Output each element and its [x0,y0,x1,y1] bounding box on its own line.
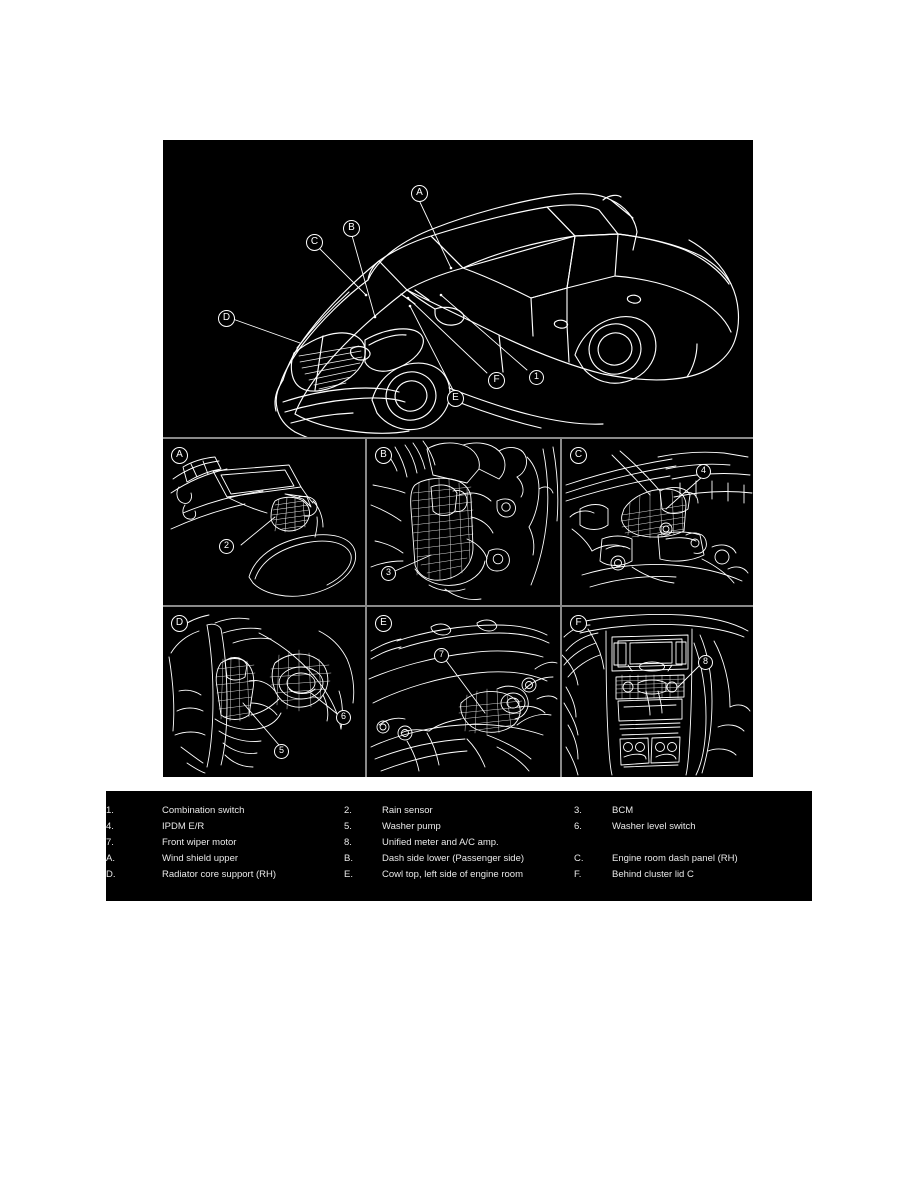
legend-key: 4. [106,820,114,832]
vehicle-overview-panel: A B C D E F 1 [163,140,753,437]
legend-row: D. Radiator core support (RH) E. Cowl to… [106,867,812,883]
legend-value: IPDM E/R [162,820,205,832]
legend-key: C. [574,853,584,865]
sub-panel-D-part-6: 6 [336,710,351,725]
legend-value: Rain sensor [382,804,433,816]
sub-panel-F-part-8: 8 [698,655,713,670]
legend-key: 5. [344,820,352,832]
sub-panel-A-drawing [170,456,357,597]
panel-divider-vertical-right-lower [560,607,562,777]
legend-row: 7. Front wiper motor 8. Unified meter an… [106,834,812,850]
legend-key: 1. [106,804,114,816]
legend-value: BCM [612,804,634,816]
sub-panel-C-part-4: 4 [696,464,711,479]
sub-panel-B-part-3: 3 [381,566,396,581]
callout-D: D [218,310,235,327]
legend-key: 3. [574,804,582,816]
sub-panel-E-letter: E [375,615,392,632]
sub-panel-C: C 4 [562,439,753,605]
legend-key: F. [574,869,582,881]
legend-value: Unified meter and A/C amp. [382,836,499,848]
callout-F: F [488,372,505,389]
sub-panel-D-letter: D [171,615,188,632]
sub-panel-E-drawing [368,619,558,772]
callout-B: B [343,220,360,237]
sub-panel-D-drawing [168,614,355,774]
sub-panel-A: A 2 [163,439,365,605]
sub-panel-C-letter: C [570,447,587,464]
component-legend: 1. Combination switch 2. Rain sensor 3. … [106,791,812,901]
legend-row: 4. IPDM E/R 5. Washer pump 6. Washer lev… [106,818,812,834]
sub-panel-D-part-5: 5 [274,744,289,759]
panel-divider-middle [163,605,753,607]
legend-row: A. Wind shield upper B. Dash side lower … [106,851,812,867]
legend-key: 2. [344,804,352,816]
legend-row: 1. Combination switch 2. Rain sensor 3. … [106,802,812,818]
legend-key [574,834,612,850]
panel-divider-vertical-right-upper [560,439,562,605]
legend-value: Combination switch [162,804,245,816]
callout-A: A [411,185,428,202]
callout-E: E [447,390,464,407]
legend-key: B. [344,853,353,865]
sub-panel-F-drawing [562,614,751,776]
callout-1: 1 [529,370,544,385]
sub-panel-B-letter: B [375,447,392,464]
callout-C: C [306,234,323,251]
legend-value: Radiator core support (RH) [162,869,277,881]
sub-panel-D: D 5 6 [163,607,365,777]
legend-value: Front wiper motor [162,836,237,848]
panel-divider-top [163,437,753,439]
legend-key: A. [106,853,115,865]
panel-divider-vertical-left-lower [365,607,367,777]
legend-key: 7. [106,836,114,848]
legend-value: Cowl top, left side of engine room [382,869,523,881]
sub-panel-C-drawing [565,450,753,588]
legend-value: Washer pump [382,820,441,832]
sub-panel-E-part-7: 7 [434,648,449,663]
legend-value: Washer level switch [612,820,696,832]
legend-value: Dash side lower (Passenger side) [382,853,525,865]
legend-table: 1. Combination switch 2. Rain sensor 3. … [106,802,812,883]
sub-panel-F-letter: F [570,615,587,632]
component-location-illustration: A B C D E F 1 [163,140,753,777]
legend-value: Wind shield upper [162,853,239,865]
legend-key: 8. [344,836,352,848]
legend-value: Behind cluster lid C [612,869,694,881]
sub-panel-B-drawing [370,440,559,600]
sub-panel-B: B 3 [367,439,560,605]
sub-panel-A-part-2: 2 [219,539,234,554]
panel-divider-vertical-left-upper [365,439,367,605]
sub-panel-F: F 8 [562,607,753,777]
legend-key: D. [106,869,116,881]
sub-panel-E: E 7 [367,607,560,777]
legend-key: E. [344,869,353,881]
sub-panel-A-letter: A [171,447,188,464]
legend-value [612,834,812,850]
legend-value: Engine room dash panel (RH) [612,853,738,865]
legend-key: 6. [574,820,582,832]
vehicle-line-drawing [229,193,740,437]
